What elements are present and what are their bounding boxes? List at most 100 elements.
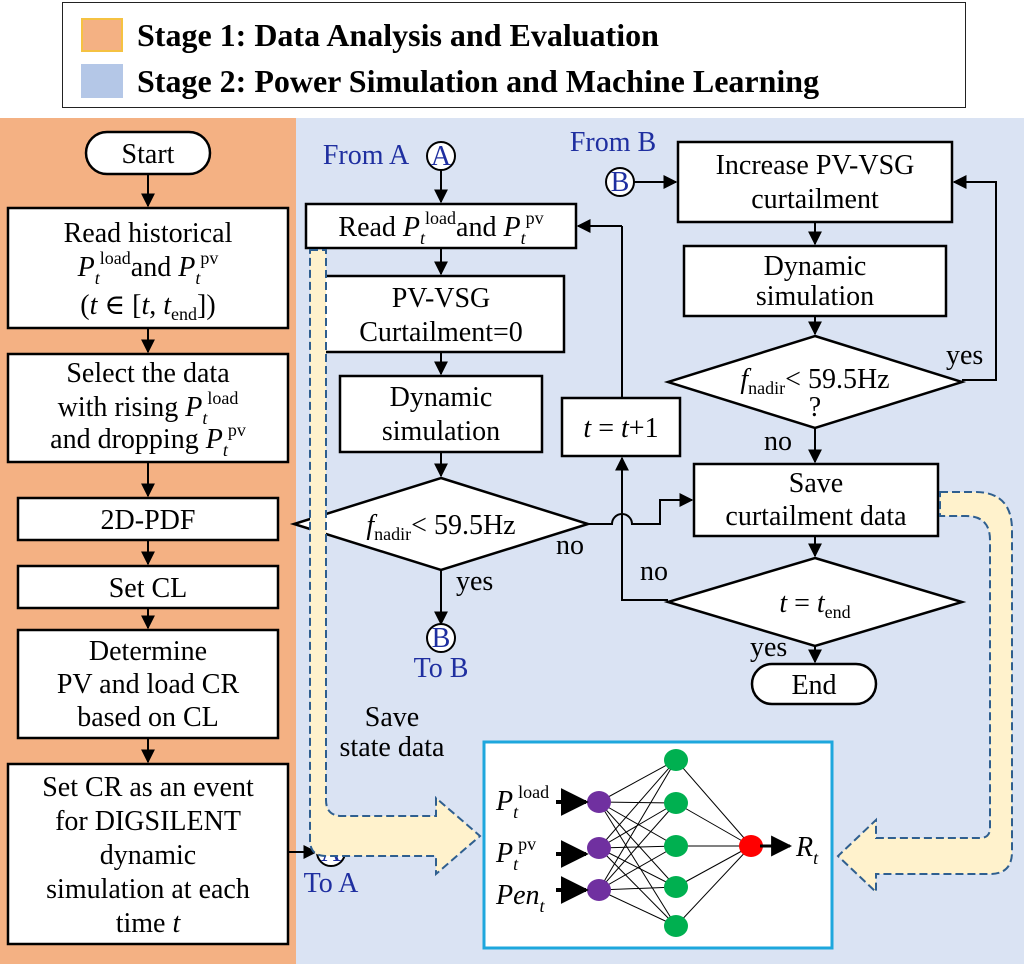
set-cl-box [16, 564, 280, 610]
save-curtailment-line1: Save [789, 468, 843, 499]
from-b-label: From B [570, 127, 656, 158]
dynamic2-line2: simulation [756, 281, 874, 312]
nn-output-node [739, 835, 763, 857]
read-historical-box [6, 206, 290, 330]
dynamic-line1: Dynamic [390, 382, 493, 413]
dynamic2-line1: Dynamic [764, 251, 867, 282]
nn-input-node [587, 837, 611, 859]
stage1-swatch [81, 18, 123, 52]
read-historical-line1: Read historical [64, 218, 233, 249]
nn-edge [598, 759, 677, 849]
nn-edge [598, 801, 677, 847]
determine-line1: Determine [89, 636, 207, 667]
event-line5: time t [116, 908, 182, 939]
event-line4: simulation at each [46, 874, 250, 905]
nn-edge [598, 801, 677, 804]
save-curtailment-box [692, 462, 940, 538]
nn-input-node [587, 791, 611, 813]
connector-b-out-label: B [432, 623, 451, 654]
nn-input-load-label: Ptload [495, 782, 549, 822]
nn-edge [598, 889, 677, 927]
nn-edge [598, 801, 677, 927]
no-loop-arrow [615, 456, 668, 601]
curtailment-line1: PV-VSG [392, 283, 491, 314]
arrow-to-save [588, 493, 694, 525]
determine-line3: based on CL [77, 702, 219, 733]
t-increment-box [560, 396, 682, 458]
increase-line2: curtailment [751, 184, 879, 215]
nn-nodes [587, 749, 763, 937]
stage1-flow: Start Read historical Ptloadand Ptpv (t … [6, 130, 360, 946]
nn-edge [598, 847, 677, 927]
fnadir-decision-2-label: fnadir< 59.5Hz [740, 364, 889, 398]
dynamic-simulation-box [338, 374, 544, 454]
nn-input-pen-label: Pent [495, 880, 546, 916]
end-terminal [750, 662, 878, 706]
read-load-pv-box [304, 202, 578, 250]
save-state-line1: Save [365, 702, 419, 733]
nn-edge [598, 759, 677, 891]
t-increment-label: t = t+1 [583, 413, 658, 444]
from-a-label: From A [323, 140, 410, 171]
connector-b-out [426, 623, 456, 653]
stage2-increment: t = t+1 [560, 219, 682, 458]
pdf-box [16, 496, 280, 542]
no-label-2: no [764, 426, 792, 457]
nn-input-node [587, 879, 611, 901]
stage2-label: Stage 2: Power Simulation and Machine Le… [137, 62, 820, 99]
to-b-label: To B [414, 653, 469, 684]
save-curtailment-line2: curtailment data [725, 501, 907, 532]
nn-edge [675, 802, 752, 847]
nn-output-label: Rt [795, 832, 819, 868]
stage1-label: Stage 1: Data Analysis and Evaluation [137, 16, 659, 53]
nn-edge [675, 845, 752, 888]
increase-line1: Increase PV-VSG [716, 150, 915, 181]
event-line3: dynamic [100, 840, 196, 871]
fnadir-decision-1-label: fnadir< 59.5Hz [366, 510, 515, 544]
nn-edge [598, 759, 677, 803]
nn-edge [675, 845, 752, 927]
set-cl-label: Set CL [109, 573, 188, 604]
select-line2: with rising Ptload [58, 388, 239, 428]
stage2-swatch [81, 64, 123, 98]
nn-edge [598, 845, 677, 891]
nn-hidden-node [664, 749, 688, 771]
dynamic-simulation-2-box [682, 244, 948, 318]
nn-hidden-node [664, 915, 688, 937]
determine-cr-box [16, 628, 280, 740]
yes-label-2: yes [946, 340, 983, 371]
stage2-curtailment-flow: From B B Increase PV-VSG curtailment Dyn… [570, 127, 997, 706]
select-line3: and dropping Ptpv [50, 420, 246, 460]
neural-network: Ptload Ptpv Pent Rt [482, 740, 834, 950]
nn-input-pv-label: Ptpv [495, 834, 536, 874]
legend-stage1: Stage 1: Data Analysis and Evaluation [81, 15, 659, 55]
nn-hidden-node [664, 792, 688, 814]
to-a-label: To A [304, 868, 360, 899]
nn-edge [598, 801, 677, 888]
select-line1: Select the data [66, 358, 230, 389]
yes-loop-arrow [952, 175, 997, 381]
nn-hidden-node [664, 876, 688, 898]
dynamic-line2: simulation [382, 416, 500, 447]
legend-stage2: Stage 2: Power Simulation and Machine Le… [81, 61, 819, 101]
no-label-1: no [556, 530, 584, 561]
determine-line2: PV and load CR [57, 669, 240, 700]
end-label: End [791, 670, 836, 701]
curtailment-zero-box [316, 274, 566, 354]
nn-edge [598, 886, 677, 891]
yes-label-1: yes [456, 566, 493, 597]
legend: Stage 1: Data Analysis and Evaluation St… [62, 2, 966, 108]
curtailment-data-arrow [836, 491, 1013, 895]
event-line1: Set CR as an event [42, 772, 254, 803]
connector-a-in-label: A [431, 141, 452, 172]
nn-edges [598, 759, 752, 927]
save-state-line2: state data [340, 732, 446, 763]
save-state-data-arrow [309, 249, 482, 877]
connector-b-in-label: B [611, 167, 630, 198]
yes-label-3: yes [750, 632, 787, 663]
question-mark: ? [809, 392, 821, 423]
nn-hidden-node [664, 835, 688, 857]
curtailment-line2: Curtailment=0 [359, 317, 523, 348]
data-flow-arrows: Save state data [309, 249, 1013, 895]
